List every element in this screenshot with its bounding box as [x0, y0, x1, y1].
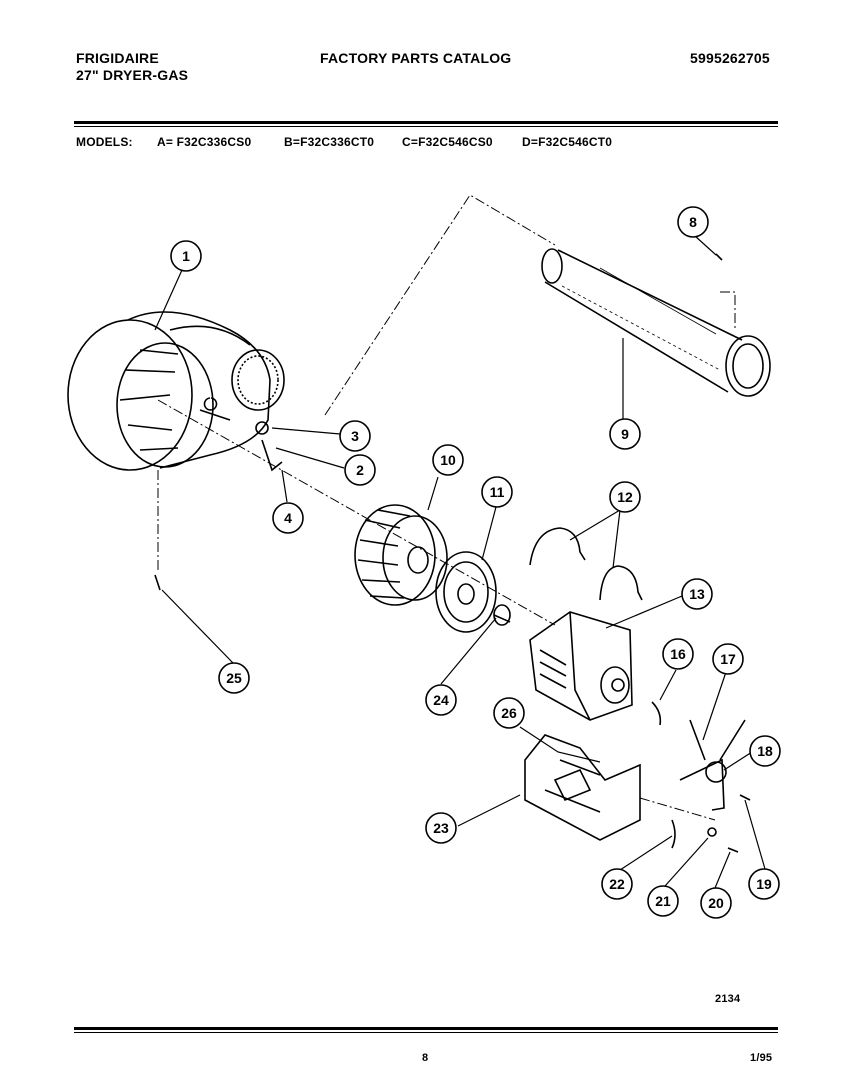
callout-20: 20: [700, 887, 732, 919]
bolt-part: [739, 794, 751, 801]
svg-text:24: 24: [433, 692, 449, 708]
svg-text:17: 17: [720, 651, 736, 667]
exhaust-duct-part: [541, 248, 771, 397]
svg-text:26: 26: [501, 705, 517, 721]
svg-text:23: 23: [433, 820, 449, 836]
callout-21: 21: [647, 885, 679, 917]
svg-text:3: 3: [351, 428, 359, 444]
models-label: MODELS:: [76, 135, 133, 149]
callout-9: 9: [609, 418, 641, 450]
svg-text:16: 16: [670, 646, 686, 662]
svg-text:19: 19: [756, 876, 772, 892]
brand-name: FRIGIDAIRE: [76, 50, 159, 66]
spring-part-22: [671, 819, 676, 849]
svg-text:12: 12: [617, 489, 633, 505]
callout-10: 10: [432, 444, 464, 476]
header-rule-thin: [74, 126, 778, 127]
callout-3: 3: [339, 420, 371, 452]
footer-rule-thin: [74, 1032, 778, 1033]
svg-text:2: 2: [356, 462, 364, 478]
callout-26: 26: [493, 697, 525, 729]
screw-part-20: [727, 847, 739, 853]
catalog-title: FACTORY PARTS CATALOG: [320, 50, 512, 66]
callout-12: 12: [609, 481, 641, 513]
svg-text:1: 1: [182, 248, 190, 264]
svg-text:22: 22: [609, 876, 625, 892]
svg-text:18: 18: [757, 743, 773, 759]
callout-17: 17: [712, 643, 744, 675]
motor-clamp-part: [529, 527, 643, 601]
blower-housing-part: [67, 311, 285, 471]
callout-1: 1: [170, 240, 202, 272]
blower-wheel-part: [354, 504, 448, 606]
bracket-part: [261, 439, 283, 472]
model-c: C=F32C546CS0: [402, 135, 493, 149]
screw-part-8: [715, 253, 723, 261]
svg-text:21: 21: [655, 893, 671, 909]
callout-23: 23: [425, 812, 457, 844]
page-number: 8: [422, 1052, 429, 1064]
svg-text:4: 4: [284, 510, 292, 526]
clip-part: [255, 421, 269, 435]
callout-24: 24: [425, 684, 457, 716]
catalog-number: 5995262705: [690, 50, 770, 66]
svg-text:20: 20: [708, 895, 724, 911]
svg-text:10: 10: [440, 452, 456, 468]
callout-13: 13: [681, 578, 713, 610]
svg-text:13: 13: [689, 586, 705, 602]
model-b: B=F32C336CT0: [284, 135, 375, 149]
product-name: 27" DRYER-GAS: [76, 67, 189, 83]
svg-text:8: 8: [689, 214, 697, 230]
header-rule: [74, 121, 778, 124]
footer-rule: [74, 1027, 778, 1030]
callout-8: 8: [677, 206, 709, 238]
callout-22: 22: [601, 868, 633, 900]
callout-4: 4: [272, 502, 304, 534]
motor-mount-part: [524, 734, 641, 841]
bushing-part: [493, 604, 511, 626]
spring-part: [651, 701, 662, 726]
seal-part: [435, 551, 497, 633]
svg-text:25: 25: [226, 670, 242, 686]
motor-part: [529, 611, 633, 721]
callout-25: 25: [218, 662, 250, 694]
callout-2: 2: [344, 454, 376, 486]
svg-text:11: 11: [490, 484, 505, 500]
figure-number: 2134: [715, 993, 741, 1005]
model-d: D=F32C546CT0: [522, 135, 613, 149]
washer-part: [707, 827, 717, 837]
callout-18: 18: [749, 735, 781, 767]
callout-16: 16: [662, 638, 694, 670]
svg-text:9: 9: [621, 426, 629, 442]
screw-part: [154, 574, 161, 591]
idler-assembly-part: [679, 719, 746, 811]
callout-19: 19: [748, 868, 780, 900]
model-a: A= F32C336CS0: [157, 135, 252, 149]
date-code: 1/95: [750, 1052, 773, 1064]
callout-11: 11: [481, 476, 513, 508]
